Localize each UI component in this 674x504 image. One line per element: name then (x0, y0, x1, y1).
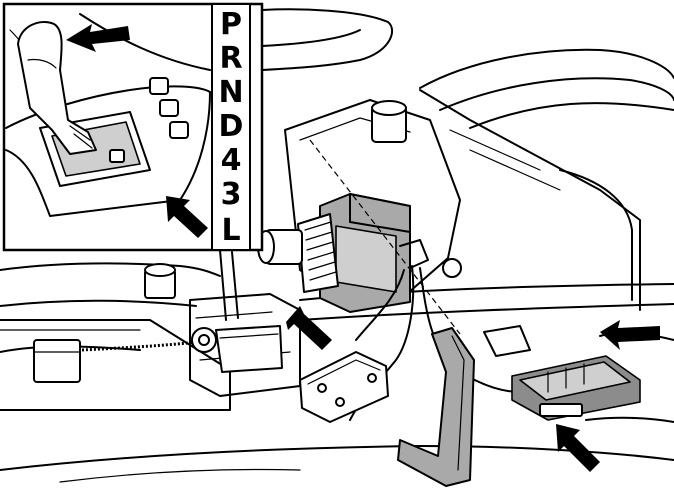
stud (144, 263, 176, 299)
release-tool (397, 327, 475, 487)
gear-letter-4: 4 (221, 143, 242, 178)
alignment-line (309, 139, 461, 335)
gear-letter-d: D (219, 109, 244, 144)
gear-letter-r: R (219, 41, 242, 76)
gear-letter-p: P (220, 7, 242, 42)
gear-letter-n: N (218, 75, 243, 110)
gear-letter-l: L (221, 213, 240, 248)
gear-indicator: P R N D 4 3 L (211, 3, 251, 251)
interlock-cable (33, 325, 283, 383)
micro-switch (299, 351, 389, 423)
shift-lock-bracket (257, 99, 462, 313)
pointer-arrow-icon (286, 306, 660, 472)
electrical-connector (483, 325, 641, 421)
gear-letter-3: 3 (221, 177, 242, 212)
